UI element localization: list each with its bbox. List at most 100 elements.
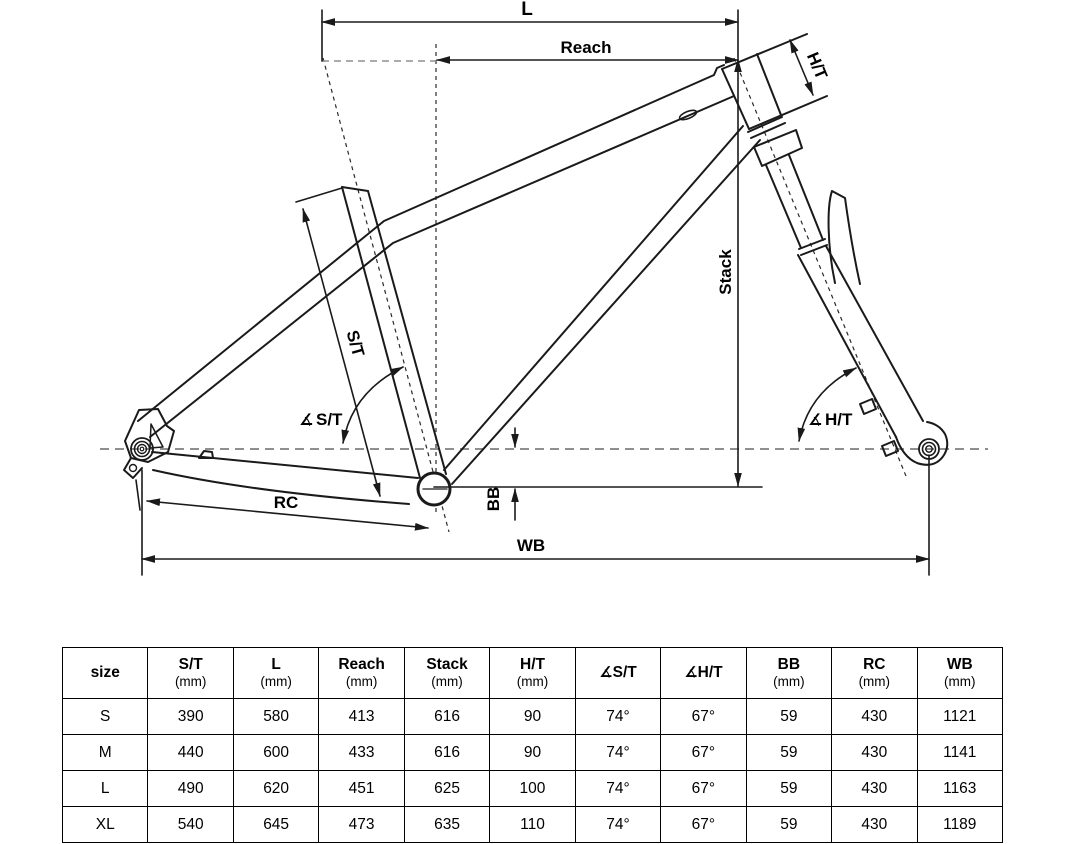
column-unit: (mm) (773, 674, 805, 690)
slider-seal-1 (798, 238, 826, 250)
rear-dropout-plate (124, 408, 175, 463)
column-unit: (mm) (174, 674, 207, 690)
fork-dropout (895, 421, 949, 466)
column-unit: (mm) (345, 674, 378, 690)
frame-geometry-diagram: L Reach H/T S/T Stack BB ∡ S/T ∡ H/T RC … (100, 0, 988, 576)
dimension-lines (135, 9, 930, 576)
column-unit: (mm) (260, 674, 292, 690)
column-header: S/T(mm) (147, 647, 234, 699)
value-cell: 580 (232, 698, 320, 735)
column-unit: (mm) (858, 674, 891, 690)
down-tube-lower-edge (451, 139, 761, 485)
column-header: WB(mm) (916, 647, 1004, 699)
label-seattube: S/T (343, 328, 369, 359)
value-cell: 74° (574, 734, 662, 771)
fork-crown (753, 129, 803, 167)
value-cell: 59 (745, 734, 833, 771)
value-cell: 1163 (916, 770, 1004, 807)
column-header: BB(mm) (745, 647, 833, 699)
dim-rc (146, 498, 429, 531)
value-cell: 74° (574, 806, 662, 843)
size-cell: S (61, 698, 149, 735)
dropout-cutout (149, 423, 164, 449)
head-tube-right-edge (756, 53, 782, 116)
size-cell: L (61, 770, 149, 807)
label-reach: Reach (560, 38, 611, 57)
column-header: ∡S/T (574, 647, 662, 699)
brake-mount-tab-1 (859, 398, 877, 415)
label-seat-angle: S/T (316, 410, 343, 429)
column-unit: (mm) (516, 674, 549, 690)
derailleur-hanger (123, 457, 143, 479)
dim-seattube-ext (295, 187, 343, 203)
column-unit: (mm) (431, 674, 463, 690)
value-cell: 490 (147, 770, 234, 807)
value-cell: 59 (745, 698, 833, 735)
seat-tube-top-face (341, 186, 369, 192)
bike-frame (123, 33, 949, 507)
value-cell: 645 (232, 806, 320, 843)
cable-guide-tab (198, 450, 214, 459)
value-cell: 616 (403, 698, 491, 735)
rear-axle-outer (130, 437, 154, 461)
label-stack: Stack (716, 249, 735, 295)
down-tube-upper-edge (443, 125, 744, 471)
value-cell: 430 (831, 734, 918, 771)
value-cell: 67° (660, 770, 747, 807)
column-unit: (mm) (944, 674, 976, 690)
hanger-hole (128, 463, 138, 473)
brake-mount-tab-2 (881, 440, 899, 457)
seat-angle-arc (341, 366, 404, 444)
value-cell: 451 (318, 770, 405, 807)
angle-symbol: ∡ (684, 663, 698, 682)
head-angle-arc (797, 367, 857, 442)
steering-axis (733, 57, 907, 477)
head-angle-symbol: ∡ (808, 410, 822, 429)
column-header: L(mm) (232, 647, 320, 699)
value-cell: 1189 (916, 806, 1004, 843)
value-cell: 100 (489, 770, 576, 807)
column-header: ∡H/T (660, 647, 747, 699)
value-cell: 473 (318, 806, 405, 843)
value-cell: 74° (574, 698, 662, 735)
stanchion-left (765, 164, 802, 249)
column-header: Stack(mm) (403, 647, 491, 699)
value-cell: 67° (660, 806, 747, 843)
seat-angle-symbol: ∡ (299, 410, 313, 429)
value-cell: 67° (660, 734, 747, 771)
value-cell: 625 (403, 770, 491, 807)
seat-tube-axis (322, 57, 450, 533)
front-axle-inner (925, 445, 933, 453)
value-cell: 430 (831, 698, 918, 735)
value-cell: 59 (745, 806, 833, 843)
column-header: RC(mm) (831, 647, 918, 699)
size-cell: M (61, 734, 149, 771)
rear-axle-inner (136, 443, 148, 455)
value-cell: 440 (147, 734, 234, 771)
label-rc: RC (274, 493, 299, 512)
value-cell: 616 (403, 734, 491, 771)
label-bb: BB (484, 487, 503, 512)
cable-port (678, 109, 698, 121)
value-cell: 390 (147, 698, 234, 735)
label-head-angle: H/T (825, 410, 853, 429)
top-tube-seatstay-upper (137, 64, 725, 422)
value-cell: 620 (232, 770, 320, 807)
headset-ring-1 (747, 116, 783, 133)
dim-headtube (789, 39, 814, 96)
value-cell: 59 (745, 770, 833, 807)
angle-symbol: ∡ (599, 663, 613, 682)
dimension-labels: L Reach H/T S/T Stack BB ∡ S/T ∡ H/T RC … (274, 0, 853, 555)
value-cell: 110 (489, 806, 576, 843)
fork-leg-left (797, 254, 897, 438)
dim-seattube (302, 208, 381, 497)
fork-leg-right (825, 245, 924, 422)
value-cell: 540 (147, 806, 234, 843)
rear-axle-center (139, 446, 145, 452)
